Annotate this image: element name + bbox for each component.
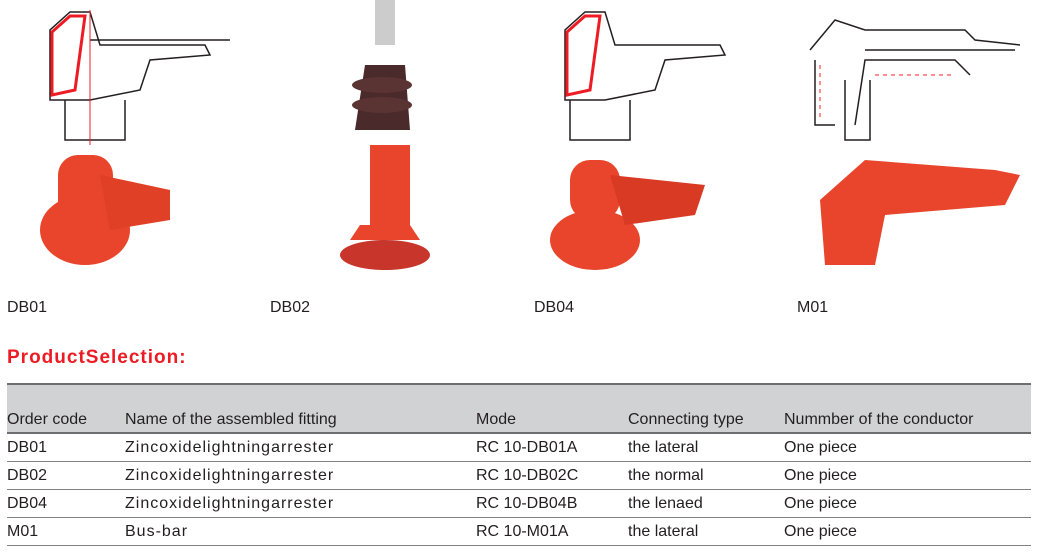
cell: One piece — [784, 461, 1031, 490]
product-label: DB01 — [7, 299, 48, 316]
cell: the lateral — [628, 433, 784, 462]
cell: RC 10-DB02C — [476, 461, 628, 490]
cell: Bus-bar — [125, 517, 476, 546]
cell: the lateral — [628, 517, 784, 546]
cell: RC 10-M01A — [476, 517, 628, 546]
cell: Zincoxidelightningarrester — [125, 461, 476, 490]
cell: RC 10-DB04B — [476, 489, 628, 518]
product-selection-table: Order code Name of the assembled fitting… — [7, 383, 1031, 546]
cell: DB01 — [7, 433, 125, 462]
cell: RC 10-DB01A — [476, 433, 628, 462]
column-header: Mode — [476, 383, 628, 434]
db01-drawing-and-photo — [40, 10, 230, 265]
db02-drawing-and-photo — [340, 0, 430, 270]
cell: the normal — [628, 461, 784, 490]
cell: M01 — [7, 517, 125, 546]
column-header: Name of the assembled fitting — [125, 383, 476, 434]
product-label: DB04 — [534, 299, 575, 316]
product-db01-images — [30, 0, 230, 290]
cell: the lenaed — [628, 489, 784, 518]
column-header: Order code — [7, 383, 125, 434]
db04-drawing-and-photo — [550, 11, 727, 270]
product-label: M01 — [797, 299, 829, 316]
product-db04-images — [545, 0, 745, 290]
product-db02-images — [330, 0, 530, 290]
table-header-row: Order code Name of the assembled fitting… — [7, 383, 1031, 434]
m01-drawing-and-photo — [809, 19, 1021, 265]
cell: Zincoxidelightningarrester — [125, 433, 476, 462]
cell: One piece — [784, 517, 1031, 546]
cell: One piece — [784, 489, 1031, 518]
cell: One piece — [784, 433, 1031, 462]
cell: Zincoxidelightningarrester — [125, 489, 476, 518]
cell: DB04 — [7, 489, 125, 518]
cell: DB02 — [7, 461, 125, 490]
column-header: Nummber of the conductor — [784, 383, 1031, 434]
column-header: Connecting type — [628, 383, 784, 434]
product-m01-images — [805, 0, 1025, 290]
section-title: ProductSelection: — [7, 347, 187, 368]
product-label: DB02 — [270, 299, 311, 316]
